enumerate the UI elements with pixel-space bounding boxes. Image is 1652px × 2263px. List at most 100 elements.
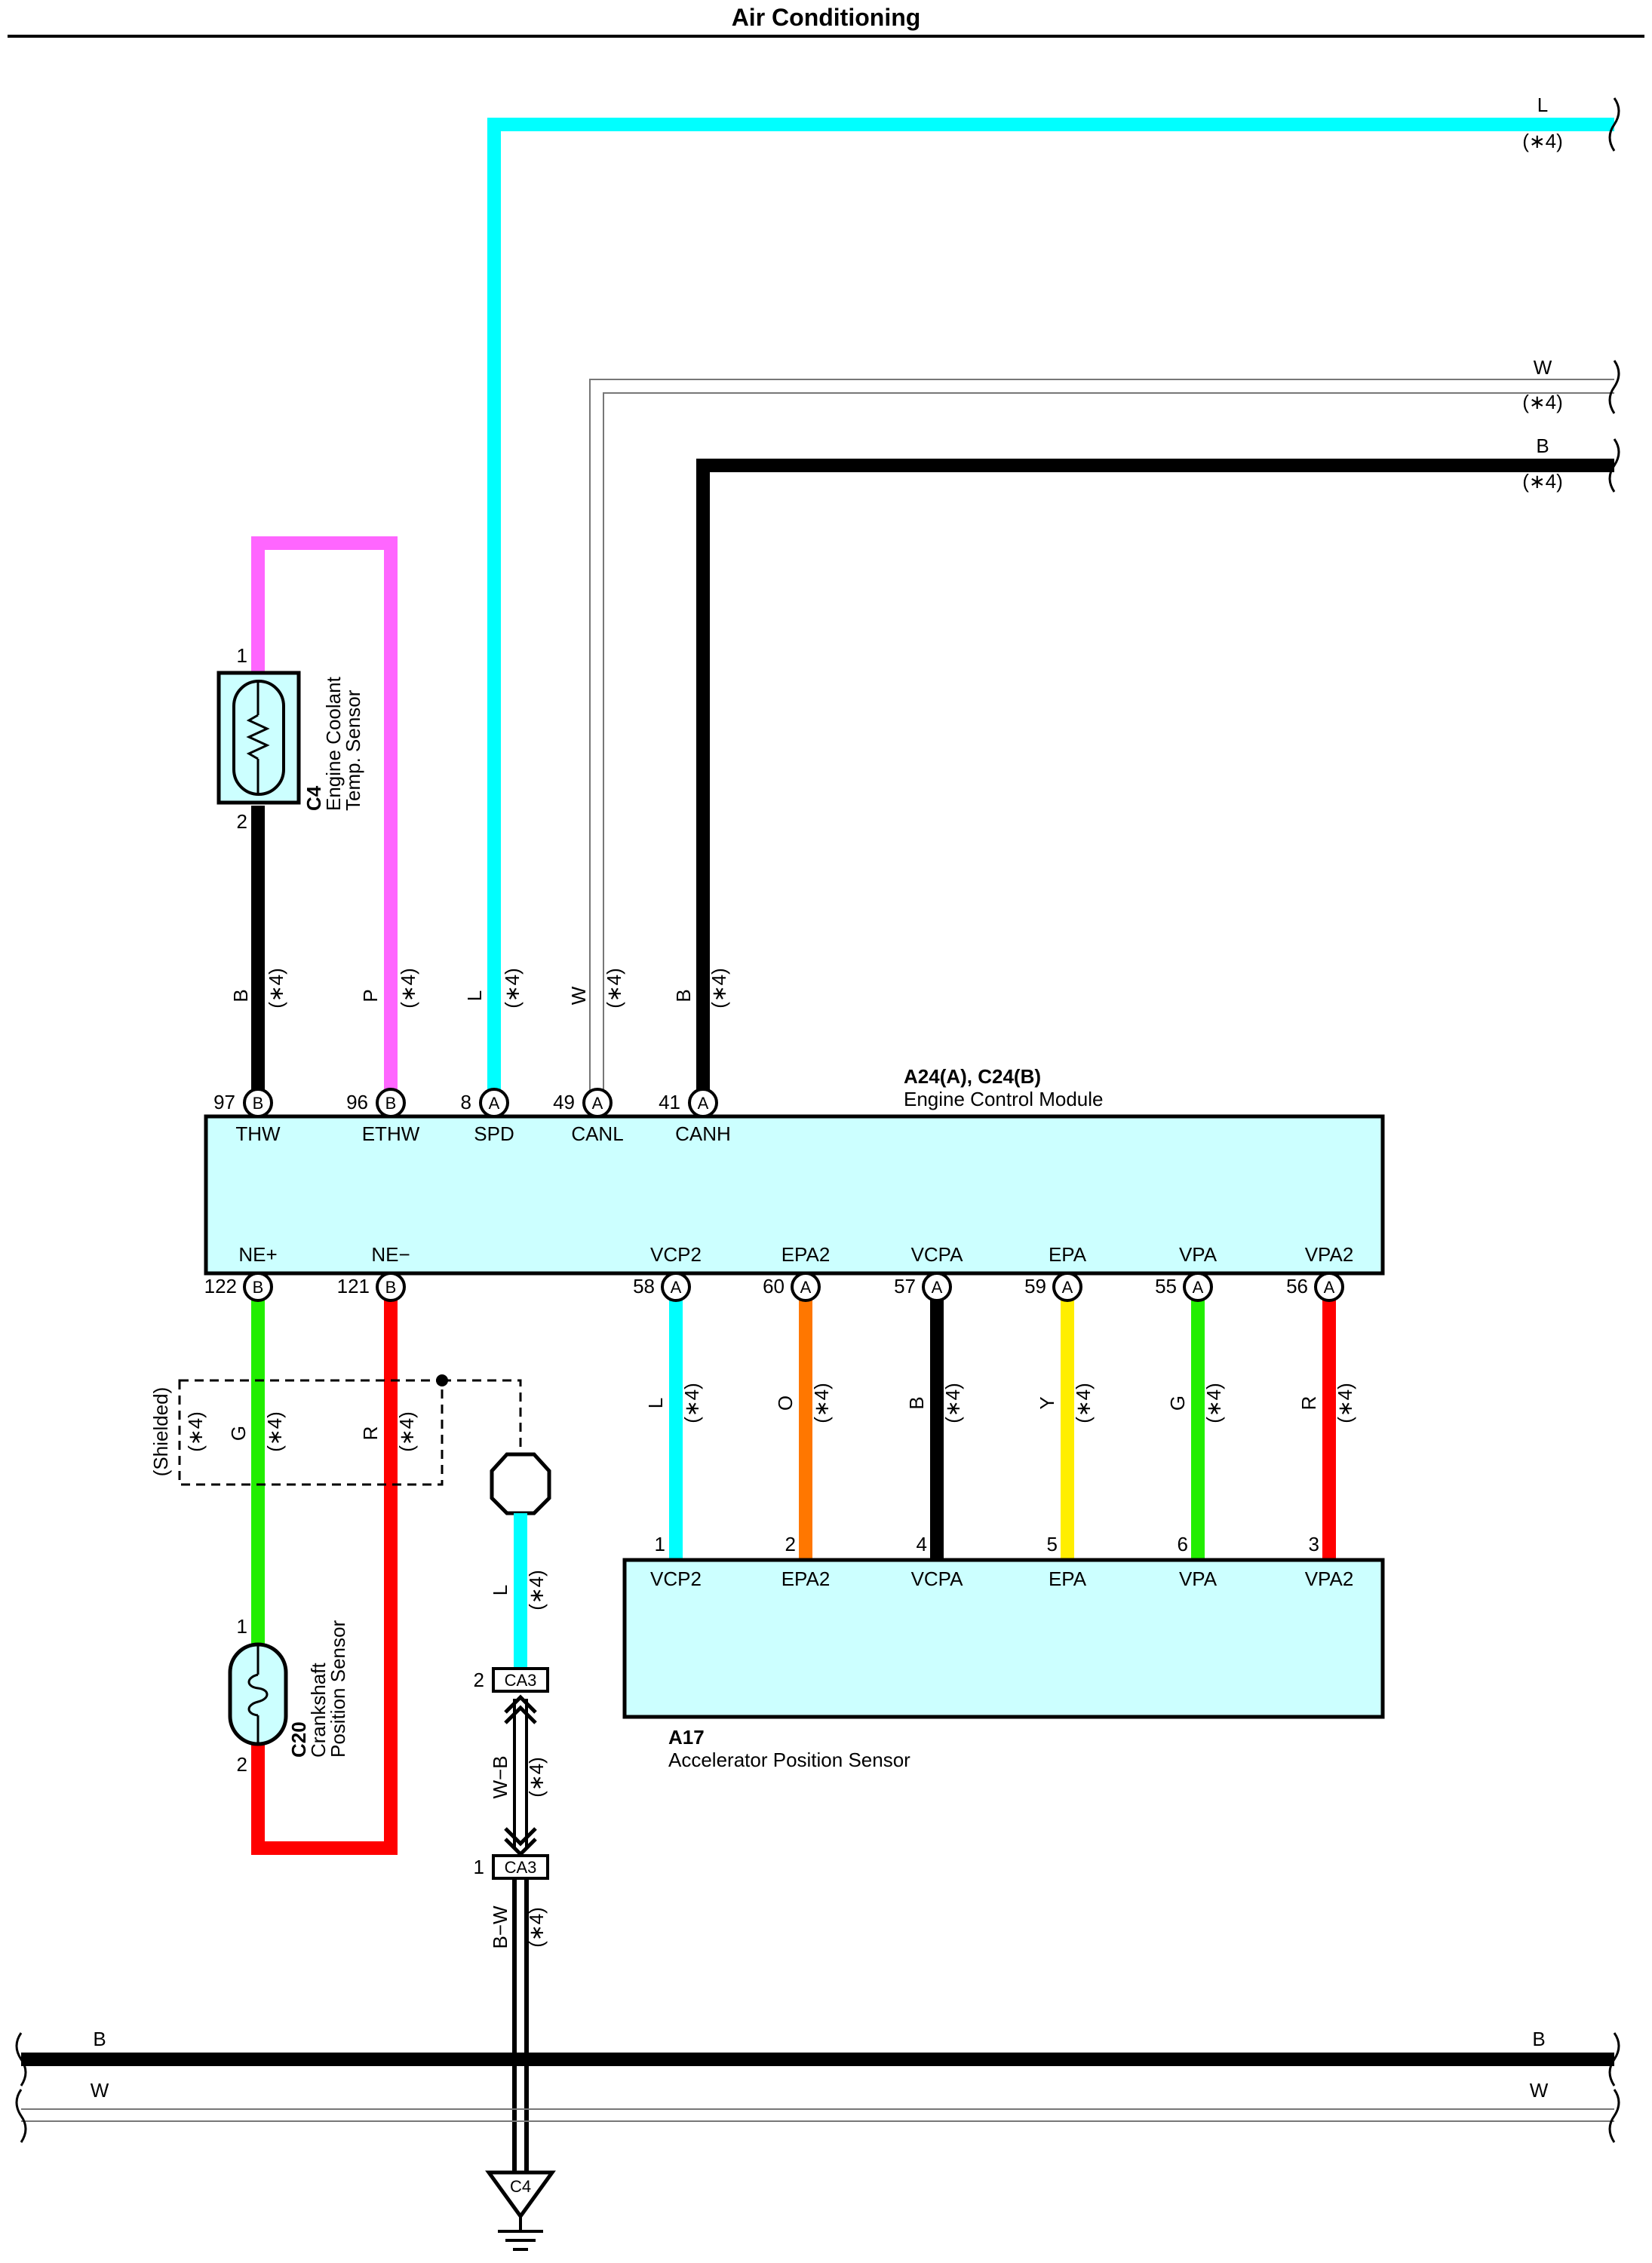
ca3-top-pin: 2 bbox=[474, 1669, 484, 1691]
ecm-pin-conn-thw: B bbox=[253, 1094, 264, 1113]
ca3-bottom-name: CA3 bbox=[505, 1858, 537, 1877]
ecm-pin-num-vcpa: 57 bbox=[894, 1275, 916, 1297]
wire-canl-w-a bbox=[589, 379, 1614, 1103]
crank-sensor bbox=[228, 1642, 288, 1746]
app-sensor-code: A17 bbox=[668, 1726, 705, 1749]
wire-note-wb: (∗4) bbox=[525, 1757, 548, 1798]
wire-note-epa2: (∗4) bbox=[810, 1383, 833, 1423]
wire-label-spd: L bbox=[463, 990, 486, 1001]
ecm-pin-conn-vcpa: A bbox=[932, 1278, 943, 1297]
ground-name: C4 bbox=[510, 2177, 531, 2196]
ecm-pin-name-canl: CANL bbox=[571, 1122, 623, 1145]
wire-label-vcpa: B bbox=[905, 1396, 928, 1409]
wire-note-spd: (∗4) bbox=[501, 968, 524, 1009]
app-pin-num-epa: 5 bbox=[1047, 1533, 1058, 1555]
ecm-pin-num-vcp2: 58 bbox=[633, 1275, 655, 1297]
break-mark-w bbox=[1608, 360, 1620, 414]
wire-label-vcp2: L bbox=[644, 1398, 667, 1408]
wire-note-w-right: (∗4) bbox=[1522, 391, 1563, 413]
coolant-pin-top: 1 bbox=[237, 644, 247, 667]
ecm-pin-conn-vpa: A bbox=[1193, 1278, 1204, 1297]
wire-label-epa2: O bbox=[774, 1396, 797, 1411]
ecm-pin-conn-vpa2: A bbox=[1324, 1278, 1335, 1297]
ecm-pin-num-thw: 97 bbox=[213, 1091, 235, 1113]
bus-b-right-label: B bbox=[1532, 2028, 1545, 2050]
app-pin-num-vcp2: 1 bbox=[655, 1533, 665, 1555]
shield-label: (Shielded) bbox=[149, 1387, 172, 1477]
app-pin-name-epa2: EPA2 bbox=[781, 1568, 831, 1590]
wire-label-w-right: W bbox=[1534, 356, 1552, 379]
crank-name-2: Position Sensor bbox=[327, 1620, 349, 1758]
ecm-pin-name-vcp2: VCP2 bbox=[650, 1243, 702, 1266]
bus-w-right-label: W bbox=[1530, 2079, 1549, 2102]
ecm-pin-name-vpa: VPA bbox=[1179, 1243, 1218, 1266]
ecm-pin-name-epa2: EPA2 bbox=[781, 1243, 831, 1266]
wire-label-thw: B bbox=[229, 989, 252, 1002]
wire-label-l-right: L bbox=[1537, 94, 1548, 116]
app-pin-num-vcpa: 4 bbox=[917, 1533, 927, 1555]
ecm-pin-num-ne-minus: 121 bbox=[337, 1275, 370, 1297]
coolant-sensor bbox=[216, 671, 301, 805]
ecm-pin-num-canl: 49 bbox=[553, 1091, 575, 1113]
crank-pin-bottom: 2 bbox=[237, 1753, 247, 1776]
app-pin-num-vpa: 6 bbox=[1178, 1533, 1188, 1555]
ecm-pin-name-ne-minus: NE− bbox=[371, 1243, 410, 1266]
wire-label-b-right: B bbox=[1536, 434, 1549, 457]
app-pin-name-epa: EPA bbox=[1049, 1568, 1087, 1590]
app-sensor-pins: 1 VCP2 2 EPA2 4 VCPA 5 EPA 6 VPA 3 VPA2 bbox=[650, 1533, 1353, 1590]
wire-label-vpa: G bbox=[1166, 1396, 1189, 1411]
wire-note-l-right: (∗4) bbox=[1522, 130, 1563, 152]
wire-label-vpa2: R bbox=[1297, 1396, 1320, 1411]
ecm-box bbox=[204, 1114, 1385, 1276]
coolant-pin-bottom: 2 bbox=[237, 810, 247, 833]
wire-note-canh: (∗4) bbox=[708, 968, 730, 1009]
coolant-name-2: Temp. Sensor bbox=[342, 689, 364, 811]
wire-note-ne-minus: (∗4) bbox=[395, 1411, 418, 1452]
ecm-pin-num-epa: 59 bbox=[1024, 1275, 1046, 1297]
crank-pin-top: 1 bbox=[237, 1615, 247, 1638]
ecm-pin-name-ne-plus: NE+ bbox=[238, 1243, 277, 1266]
ecm-pin-num-ethw: 96 bbox=[346, 1091, 368, 1113]
app-pin-num-vpa2: 3 bbox=[1309, 1533, 1319, 1555]
wire-note-b-right: (∗4) bbox=[1522, 470, 1563, 493]
wire-note-drain: (∗4) bbox=[525, 1570, 548, 1611]
crank-sensor-label: C20 Crankshaft Position Sensor bbox=[287, 1620, 349, 1758]
crank-name-1: Crankshaft bbox=[307, 1663, 330, 1758]
ecm-pin-conn-spd: A bbox=[489, 1094, 500, 1113]
bus-break-right-b bbox=[1608, 2032, 1620, 2086]
ecm-pin-name-ethw: ETHW bbox=[362, 1122, 420, 1145]
wire-note-vpa2: (∗4) bbox=[1334, 1383, 1356, 1423]
app-pin-name-vpa2: VPA2 bbox=[1305, 1568, 1354, 1590]
crank-code: C20 bbox=[287, 1721, 310, 1758]
coolant-code: C4 bbox=[302, 785, 325, 811]
app-pin-name-vcp2: VCP2 bbox=[650, 1568, 702, 1590]
ecm-name: Engine Control Module bbox=[904, 1088, 1104, 1110]
coolant-sensor-label: C4 Engine Coolant Temp. Sensor bbox=[302, 676, 364, 811]
bus-break-right-w bbox=[1608, 2089, 1620, 2143]
wire-note-thw: (∗4) bbox=[265, 968, 287, 1009]
wire-note-ethw: (∗4) bbox=[397, 968, 419, 1009]
wire-note-vcpa: (∗4) bbox=[941, 1383, 964, 1423]
ecm-pin-num-ne-plus: 122 bbox=[204, 1275, 237, 1297]
coolant-name-1: Engine Coolant bbox=[322, 676, 345, 811]
wire-note-epa: (∗4) bbox=[1072, 1383, 1095, 1423]
wire-label-bw: B−W bbox=[489, 1905, 511, 1949]
ecm-pin-num-canh: 41 bbox=[659, 1091, 680, 1113]
break-mark-l bbox=[1608, 97, 1620, 152]
ecm-pin-num-vpa: 55 bbox=[1155, 1275, 1177, 1297]
wire-canl-w-b bbox=[603, 392, 1614, 1103]
wire-note-vpa: (∗4) bbox=[1202, 1383, 1225, 1423]
ecm-pin-conn-canh: A bbox=[698, 1094, 709, 1113]
ecm-pin-name-canh: CANH bbox=[675, 1122, 731, 1145]
ca3-connector-top bbox=[492, 1667, 549, 1693]
ecm-pin-conn-canl: A bbox=[592, 1094, 603, 1113]
shield-note: (∗4) bbox=[184, 1411, 207, 1452]
bus-b-left-label: B bbox=[93, 2028, 106, 2050]
wire-label-ethw: P bbox=[359, 989, 382, 1002]
ecm-pin-name-spd: SPD bbox=[474, 1122, 514, 1145]
shield-splice-octagon bbox=[490, 1452, 551, 1515]
wire-ne-minus-r bbox=[251, 1287, 398, 1855]
ecm-pin-num-epa2: 60 bbox=[763, 1275, 785, 1297]
ecm-pin-name-epa: EPA bbox=[1049, 1243, 1087, 1266]
